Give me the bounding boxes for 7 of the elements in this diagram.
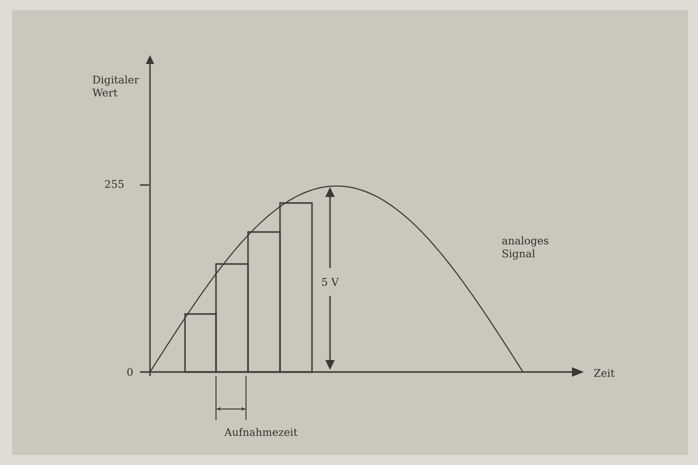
curve-label: analoges Signal: [502, 236, 548, 260]
axis-label: Zeit: [594, 369, 615, 377]
tick-label: 255: [105, 180, 124, 188]
tick-label: 0: [127, 368, 133, 376]
axis-label: Digitaler Wert: [92, 75, 140, 96]
dimension-label: Aufnahmezeit: [224, 428, 298, 436]
dimension-label: 5 V: [320, 268, 340, 296]
